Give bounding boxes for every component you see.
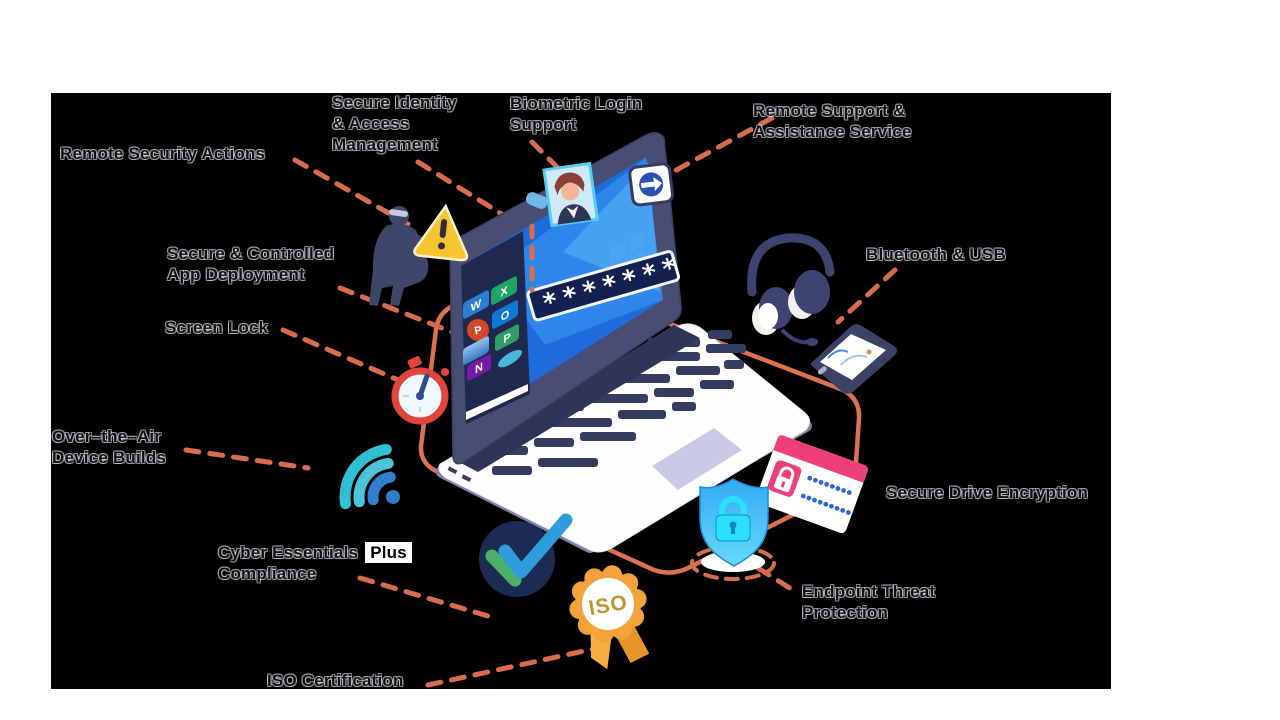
- dashed-line-remote-security: [292, 157, 411, 227]
- checkmark-icon: [479, 513, 573, 597]
- biometric-avatar-icon: [525, 161, 600, 228]
- label-over-the-air-device-builds: Over–the–Air Device Builds: [52, 427, 167, 467]
- app-dock-panel: W X P O P: [461, 231, 530, 424]
- touchpad: [652, 428, 742, 490]
- dashed-line-cyber: [357, 575, 491, 619]
- label-endpoint-threat-protection: Endpoint Threat Protection: [802, 582, 936, 622]
- stopwatch-icon: [391, 356, 449, 425]
- label-screen-lock: Screen Lock: [165, 318, 269, 337]
- onenote-app-icon: N: [467, 354, 491, 381]
- label-bluetooth-usb: Bluetooth & USB: [866, 245, 1006, 264]
- powerpoint-app-icon: P: [467, 319, 489, 341]
- svg-text:P: P: [503, 330, 510, 346]
- label-biometric-login-support: Biometric Login Support: [510, 94, 643, 134]
- svg-text:W: W: [471, 297, 482, 315]
- svg-text:N: N: [475, 360, 483, 376]
- dashed-line-remote-support: [655, 115, 775, 183]
- headphones-icon: [747, 233, 835, 346]
- iso-badge-icon: ISO: [569, 565, 650, 670]
- svg-text:P: P: [473, 324, 483, 337]
- word-app-icon: W: [463, 290, 489, 319]
- dashed-line-secure-identity: [415, 159, 511, 221]
- shield-lock-icon: [690, 478, 776, 581]
- smartphone-icon: [810, 324, 897, 394]
- plus-badge: Plus: [365, 542, 412, 563]
- label-secure-app-deployment: Secure & Controlled App Deployment: [167, 244, 335, 284]
- label-remote-security-actions: Remote Security Actions: [60, 144, 266, 163]
- usb-port: [461, 474, 472, 483]
- remote-support-icon: [628, 162, 675, 207]
- dashed-line-ota: [183, 447, 311, 471]
- label-iso-certification: ISO Certification: [267, 671, 404, 690]
- photos-app-icon: [463, 336, 489, 365]
- cloud-app-icon: [498, 349, 522, 368]
- wifi-icon: [339, 443, 400, 510]
- usb-port: [447, 466, 458, 475]
- outlook-app-icon: O: [492, 300, 518, 329]
- dashed-line-bluetooth: [835, 267, 898, 325]
- svg-text:X: X: [500, 284, 507, 300]
- publisher-app-icon: P: [495, 324, 519, 351]
- password-card-icon: [755, 435, 868, 534]
- label-secure-identity-access-management: Secure Identity & Access Management: [332, 93, 457, 154]
- svg-text:O: O: [501, 307, 510, 324]
- laptop-hinge: [455, 325, 700, 472]
- laptop-illustration: W X P O P: [369, 131, 812, 553]
- label-secure-drive-encryption: Secure Drive Encryption: [886, 483, 1089, 502]
- dashed-line-secure-app: [337, 285, 455, 335]
- dashed-line-iso: [425, 645, 601, 688]
- dashed-line-endpoint: [755, 565, 799, 595]
- dashed-line-screen-lock: [280, 327, 401, 383]
- excel-app-icon: X: [491, 276, 517, 305]
- warning-triangle-icon: [413, 203, 469, 262]
- label-remote-support-assistance: Remote Support & Assistance Service: [753, 101, 912, 141]
